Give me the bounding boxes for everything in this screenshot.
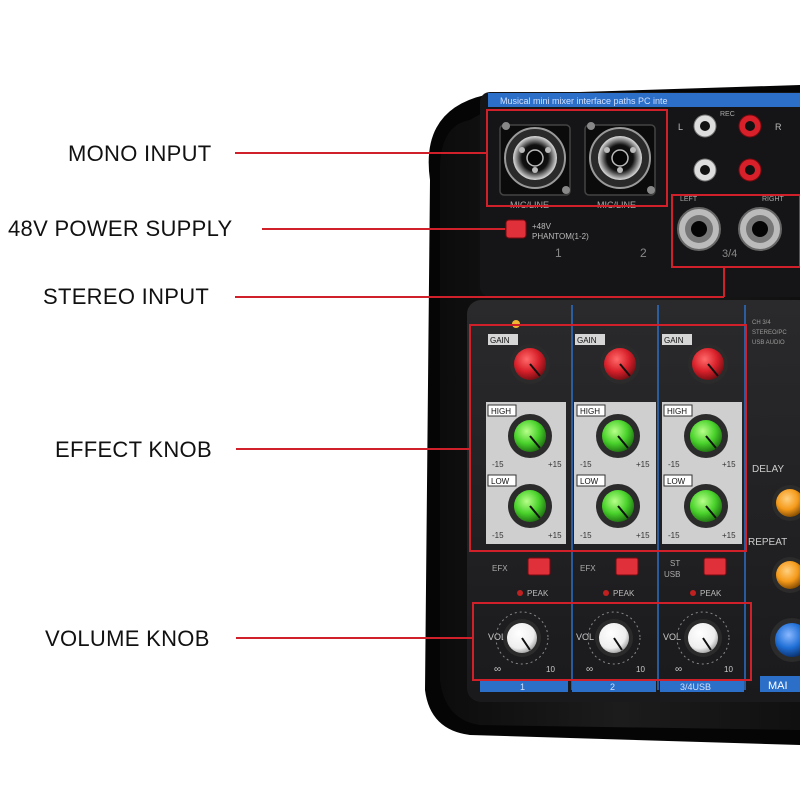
channel-strip-3-4: GAIN HIGH -15 +15 LOW -15 +15 ST USB PEA… bbox=[662, 334, 742, 675]
rca-l-label: L bbox=[678, 122, 683, 132]
vol-min-label: ∞ bbox=[675, 664, 682, 675]
rca-rec-label: REC bbox=[720, 111, 735, 118]
mono-input-label: MONO INPUT bbox=[68, 141, 212, 166]
top-accent-strip bbox=[488, 93, 800, 107]
usb-note-2: STEREO/PC bbox=[752, 330, 787, 336]
stereo-input-box bbox=[671, 194, 800, 268]
phantom-power-button[interactable] bbox=[505, 219, 527, 239]
eq-min-label: -15 bbox=[492, 460, 504, 469]
rca-r-label: R bbox=[775, 122, 782, 132]
eq-max-label: +15 bbox=[722, 460, 736, 469]
low-label: LOW bbox=[491, 477, 510, 486]
eq-max-label: +15 bbox=[636, 531, 650, 540]
vol-min-label: ∞ bbox=[494, 664, 501, 675]
phantom-label-1: +48V bbox=[532, 222, 552, 231]
gain-label: GAIN bbox=[664, 336, 684, 345]
efx-label: EFX bbox=[580, 564, 596, 573]
main-volume-knob[interactable] bbox=[775, 623, 800, 657]
bottom-channel-tabs: 1 2 3/4USB MAI bbox=[480, 676, 800, 692]
vol-label: VOL bbox=[576, 632, 594, 642]
vol-max-label: 10 bbox=[546, 665, 555, 674]
vol-min-label: ∞ bbox=[586, 664, 593, 675]
channel-strip-2: GAIN HIGH -15 +15 LOW -15 +15 EFX PEAK V… bbox=[574, 334, 656, 675]
eq-max-label: +15 bbox=[722, 531, 736, 540]
low-label: LOW bbox=[667, 477, 686, 486]
eq-min-label: -15 bbox=[580, 531, 592, 540]
vol-max-label: 10 bbox=[724, 665, 733, 674]
efx-label: EFX bbox=[492, 564, 508, 573]
vol-label: VOL bbox=[663, 632, 681, 642]
delay-knob[interactable] bbox=[776, 489, 800, 517]
eq-min-label: -15 bbox=[668, 531, 680, 540]
rca-jacks[interactable]: L REC R bbox=[678, 111, 782, 182]
channel-number-2: 2 bbox=[640, 246, 647, 260]
vol-label: VOL bbox=[488, 632, 506, 642]
eq-min-label: -15 bbox=[580, 460, 592, 469]
efx-button[interactable] bbox=[615, 557, 639, 576]
repeat-knob[interactable] bbox=[776, 561, 800, 589]
peak-label: PEAK bbox=[527, 589, 549, 598]
usb-note-1: CH 3/4 bbox=[752, 320, 771, 326]
stereo-left-label: LEFT bbox=[680, 196, 698, 203]
stereo-jack-right[interactable] bbox=[738, 207, 782, 251]
effect-knob-label: EFFECT KNOB bbox=[55, 437, 212, 462]
bottom-tab-2: 2 bbox=[610, 682, 615, 692]
stereo-right-label: RIGHT bbox=[762, 196, 785, 203]
usb-note-3: USB AUDIO bbox=[752, 340, 785, 346]
combo-jack-2[interactable] bbox=[584, 122, 656, 196]
low-label: LOW bbox=[580, 477, 599, 486]
eq-min-label: -15 bbox=[492, 531, 504, 540]
phantom-label-2: PHANTOM(1-2) bbox=[532, 232, 589, 241]
top-strip-text: Musical mini mixer interface paths PC in… bbox=[500, 96, 668, 106]
stereo-pair-number: 3/4 bbox=[722, 248, 737, 260]
stereo-jack-left[interactable] bbox=[677, 207, 721, 251]
st-usb-button[interactable] bbox=[703, 557, 727, 576]
volume-knob-label: VOLUME KNOB bbox=[45, 626, 210, 651]
high-label: HIGH bbox=[667, 407, 687, 416]
channel-number-1: 1 bbox=[555, 246, 562, 260]
bottom-tab-1: 1 bbox=[520, 682, 525, 692]
eq-max-label: +15 bbox=[548, 460, 562, 469]
peak-label: PEAK bbox=[613, 589, 635, 598]
efx-button[interactable] bbox=[527, 557, 551, 576]
usb-label: USB bbox=[664, 570, 680, 579]
eq-max-label: +15 bbox=[636, 460, 650, 469]
volume-knob-box bbox=[472, 602, 752, 681]
stereo-input-label: STEREO INPUT bbox=[43, 284, 210, 309]
eq-max-label: +15 bbox=[548, 531, 562, 540]
master-section: DELAY REPEAT bbox=[748, 464, 800, 662]
combo-jack-1[interactable] bbox=[499, 122, 571, 196]
peak-led bbox=[517, 590, 523, 596]
main-label: MAI bbox=[768, 680, 788, 692]
peak-label: PEAK bbox=[700, 589, 722, 598]
callout-lines bbox=[235, 152, 725, 639]
st-label: ST bbox=[670, 559, 680, 568]
eq-min-label: -15 bbox=[668, 460, 680, 469]
power-supply-label: 48V POWER SUPPLY bbox=[8, 216, 233, 241]
peak-led bbox=[690, 590, 696, 596]
effect-knob-box bbox=[469, 324, 747, 552]
vol-max-label: 10 bbox=[636, 665, 645, 674]
repeat-label: REPEAT bbox=[748, 537, 787, 548]
gain-label: GAIN bbox=[490, 336, 510, 345]
high-label: HIGH bbox=[580, 407, 600, 416]
mono-input-box bbox=[486, 109, 668, 207]
high-label: HIGH bbox=[491, 407, 511, 416]
delay-label: DELAY bbox=[752, 464, 784, 475]
peak-led bbox=[603, 590, 609, 596]
gain-label-box bbox=[488, 334, 518, 345]
gain-label: GAIN bbox=[577, 336, 597, 345]
highlight-boxes bbox=[469, 109, 800, 681]
bottom-tab-3: 3/4USB bbox=[680, 682, 711, 692]
channel-strip-1: GAIN HIGH -15 +15 LOW -15 +15 EFX PEAK V… bbox=[486, 334, 566, 675]
